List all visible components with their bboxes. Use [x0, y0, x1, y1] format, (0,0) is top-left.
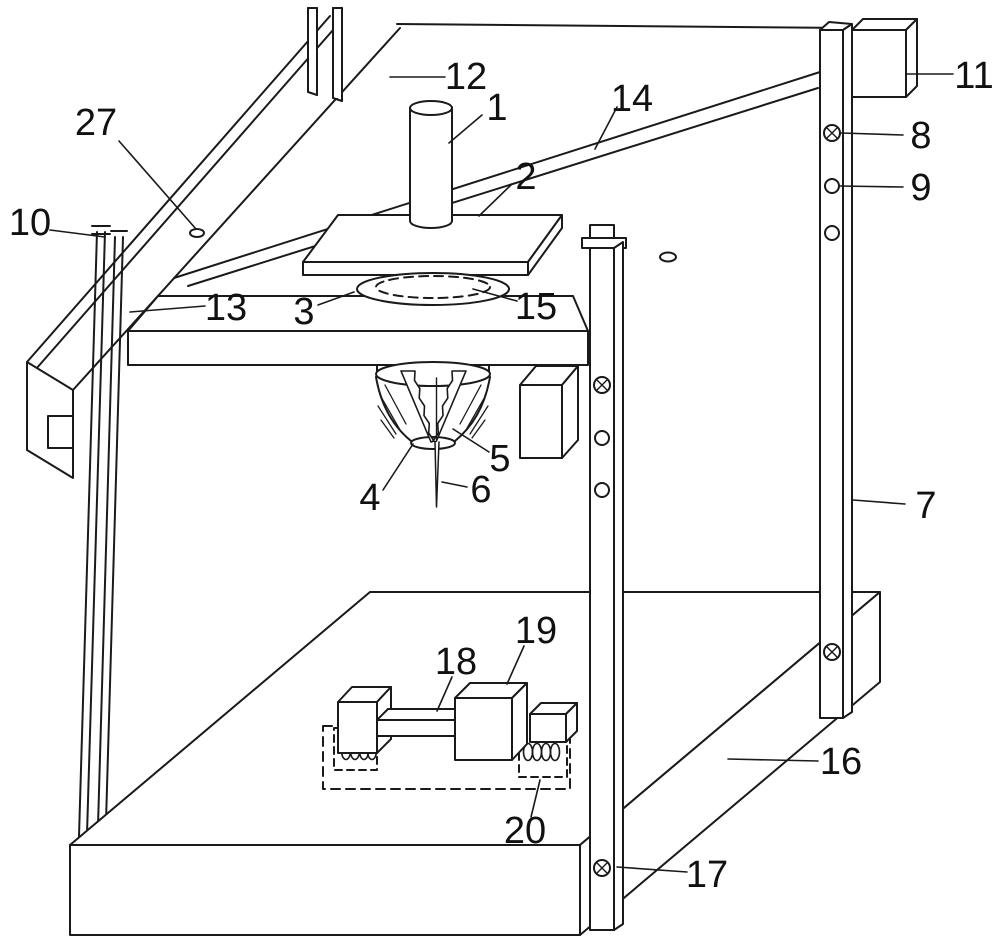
part-label-5: 5: [489, 438, 510, 480]
clamp-block-right-small: [529, 702, 578, 743]
support-block-11: [851, 18, 918, 98]
clamp-block-19: [454, 682, 528, 761]
leader-line-3: [317, 291, 355, 306]
cone-top-rim: [375, 361, 491, 387]
part-label-13: 13: [205, 287, 247, 329]
part-label-18: 18: [435, 641, 477, 683]
screw-8: [823, 124, 841, 142]
part-label-17: 17: [686, 854, 728, 896]
leader-line-19: [506, 645, 525, 685]
part-label-9: 9: [910, 167, 931, 209]
rear-column-7: [819, 21, 853, 719]
leader-line-4: [382, 443, 414, 491]
cone-hatching: [377, 384, 489, 439]
leader-line-17: [616, 866, 688, 873]
left-rail-10: [78, 225, 128, 837]
part-label-16: 16: [820, 741, 862, 783]
part-label-12: 12: [445, 56, 487, 98]
leader-lines: [49, 73, 954, 873]
leader-line-10: [49, 229, 106, 238]
rail-end-channel: [26, 361, 74, 479]
part-labels: 1 2 3 4 5 6 7 8 9 10 11 12 13 14 15 16 1…: [9, 55, 994, 896]
leader-line-6: [441, 481, 468, 488]
part-label-15: 15: [515, 286, 557, 328]
part-label-2: 2: [515, 156, 536, 198]
overhead-rail-12: [26, 7, 401, 479]
part-label-4: 4: [359, 477, 380, 519]
connector-18: [376, 708, 467, 737]
part-label-20: 20: [504, 810, 546, 852]
part-label-6: 6: [470, 469, 491, 511]
part-label-27: 27: [75, 102, 117, 144]
leader-line-5: [452, 428, 490, 453]
serrated-jaw-right-5: [432, 370, 467, 443]
part-label-11: 11: [954, 55, 993, 97]
part-label-1: 1: [486, 87, 507, 129]
cone-4: [375, 376, 412, 442]
leader-line-2: [478, 183, 513, 217]
leader-line-15: [472, 288, 518, 302]
plate-hole: [659, 251, 677, 263]
screw-17: [593, 859, 611, 877]
leader-line-1: [448, 114, 483, 144]
leader-line-8: [840, 132, 904, 136]
front-column-17: [581, 224, 627, 931]
leader-line-27: [118, 140, 197, 230]
clamp-cone-assembly: [375, 361, 491, 508]
flange-3: [356, 272, 510, 306]
pin-lower: [824, 225, 840, 241]
rail-channel-notch: [47, 415, 74, 449]
leader-line-7: [852, 499, 906, 505]
rail-posts: [307, 7, 343, 102]
part-label-8: 8: [910, 115, 931, 157]
press-cylinder-1: [409, 107, 453, 229]
side-bracket: [519, 365, 579, 459]
figure-lines: 1 2 3 4 5 6 7 8 9 10 11 12 13 14 15 16 1…: [9, 7, 994, 936]
screw-rear-lower: [823, 643, 841, 661]
dashed-ring-15: [375, 275, 491, 299]
pin-front-mid: [594, 430, 610, 446]
top-plate: [173, 23, 853, 287]
leader-line-14: [594, 106, 618, 150]
needle-6: [434, 441, 440, 508]
part-label-10: 10: [9, 202, 51, 244]
leader-line-9: [839, 185, 904, 188]
cross-beam-13: [127, 295, 589, 366]
leader-line-18: [436, 676, 453, 712]
pin-9: [824, 178, 840, 194]
part-label-14: 14: [611, 78, 653, 120]
press-head: [302, 100, 563, 306]
leader-line-20: [530, 779, 541, 818]
screw-front-upper: [593, 376, 611, 394]
pin-front-lower: [594, 482, 610, 498]
leader-line-16: [727, 758, 819, 762]
part-label-3: 3: [293, 291, 314, 333]
part-label-7: 7: [915, 485, 936, 527]
workpiece-fixture: [322, 682, 578, 790]
part-label-19: 19: [515, 610, 557, 652]
hole-27: [189, 228, 205, 238]
leader-line-13: [129, 305, 206, 313]
